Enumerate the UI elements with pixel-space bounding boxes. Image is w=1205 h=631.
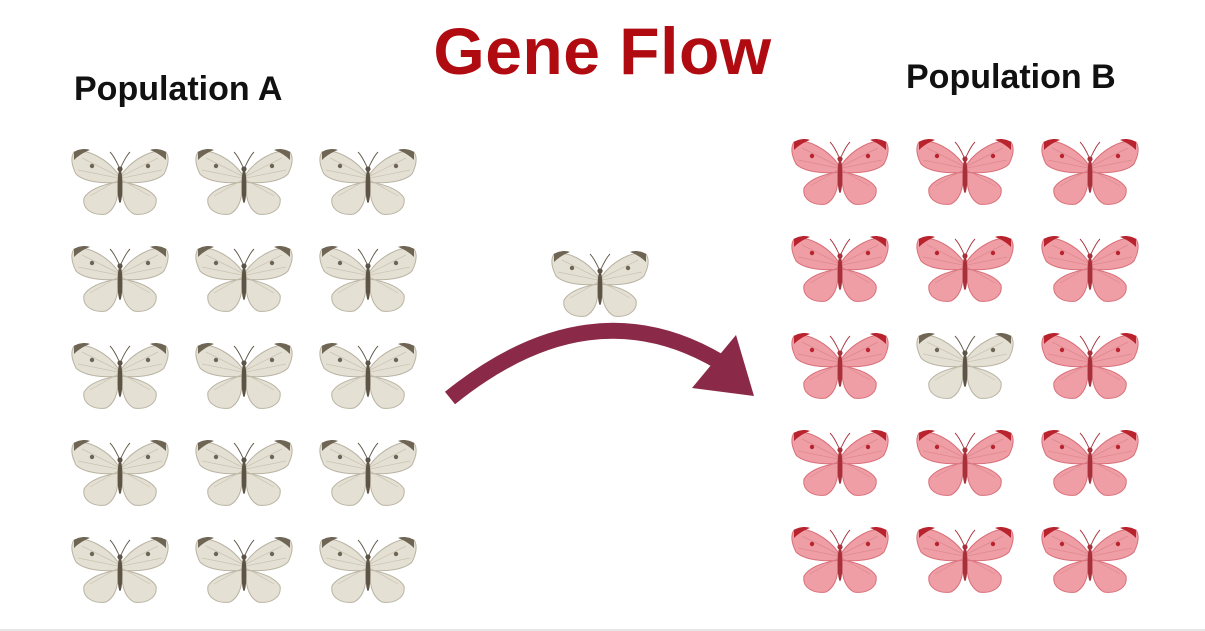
butterfly-icon xyxy=(791,332,890,399)
butterfly-cell xyxy=(903,124,1028,221)
population-b-label: Population B xyxy=(906,58,1116,96)
butterfly-icon xyxy=(195,342,293,409)
butterfly-cell xyxy=(306,134,430,231)
butterfly-icon xyxy=(1040,430,1139,497)
butterfly-cell xyxy=(306,328,430,425)
butterfly-icon xyxy=(1040,138,1139,205)
butterfly-icon xyxy=(71,537,169,604)
butterfly-cell xyxy=(58,523,182,620)
butterfly-cell xyxy=(778,416,903,513)
butterfly-icon xyxy=(319,440,417,507)
butterfly-icon xyxy=(916,430,1014,497)
butterfly-cell xyxy=(903,513,1028,610)
butterfly-cell xyxy=(182,134,306,231)
migrating-butterfly-icon xyxy=(548,246,652,324)
butterfly-icon xyxy=(791,527,890,594)
butterfly-cell xyxy=(903,221,1028,318)
butterfly-icon xyxy=(319,342,417,409)
butterfly-icon xyxy=(195,148,293,215)
butterfly-icon xyxy=(195,537,293,604)
population-b-grid xyxy=(778,124,1152,610)
bottom-divider xyxy=(0,629,1205,631)
butterfly-cell xyxy=(306,523,430,620)
butterfly-cell xyxy=(182,328,306,425)
butterfly-icon xyxy=(319,537,417,604)
butterfly-icon xyxy=(916,527,1014,594)
butterfly-cell xyxy=(1027,513,1152,610)
butterfly-icon xyxy=(791,430,890,497)
butterfly-icon xyxy=(319,245,417,312)
butterfly-cell xyxy=(778,318,903,415)
butterfly-icon xyxy=(1040,527,1139,594)
butterfly-cell xyxy=(58,426,182,523)
butterfly-cell xyxy=(1027,416,1152,513)
butterfly-icon xyxy=(791,138,890,205)
butterfly-icon xyxy=(916,235,1014,302)
butterfly-cell xyxy=(58,231,182,328)
butterfly-cell xyxy=(1027,221,1152,318)
butterfly-cell xyxy=(182,426,306,523)
butterfly-icon xyxy=(916,332,1014,399)
butterfly-cell xyxy=(58,134,182,231)
butterfly-cell xyxy=(903,318,1028,415)
butterfly-cell xyxy=(182,231,306,328)
butterfly-icon xyxy=(71,148,169,215)
butterfly-cell xyxy=(778,513,903,610)
butterfly-cell xyxy=(182,523,306,620)
population-a-label: Population A xyxy=(74,70,283,108)
butterfly-icon xyxy=(319,148,417,215)
butterfly-icon xyxy=(71,440,169,507)
butterfly-icon xyxy=(195,440,293,507)
butterfly-icon xyxy=(71,342,169,409)
butterfly-cell xyxy=(903,416,1028,513)
butterfly-icon xyxy=(551,250,649,317)
arrow-head xyxy=(692,335,754,396)
arrow-shaft xyxy=(444,322,725,405)
butterfly-cell xyxy=(778,221,903,318)
butterfly-icon xyxy=(791,235,890,302)
butterfly-icon xyxy=(195,245,293,312)
butterfly-cell xyxy=(1027,124,1152,221)
butterfly-cell xyxy=(306,426,430,523)
population-a-grid xyxy=(58,134,430,620)
butterfly-icon xyxy=(1040,332,1139,399)
butterfly-cell xyxy=(1027,318,1152,415)
butterfly-icon xyxy=(1040,235,1139,302)
butterfly-icon xyxy=(71,245,169,312)
butterfly-icon xyxy=(916,138,1014,205)
diagram-title: Gene Flow xyxy=(433,14,772,88)
butterfly-cell xyxy=(58,328,182,425)
butterfly-cell xyxy=(778,124,903,221)
butterfly-cell xyxy=(306,231,430,328)
